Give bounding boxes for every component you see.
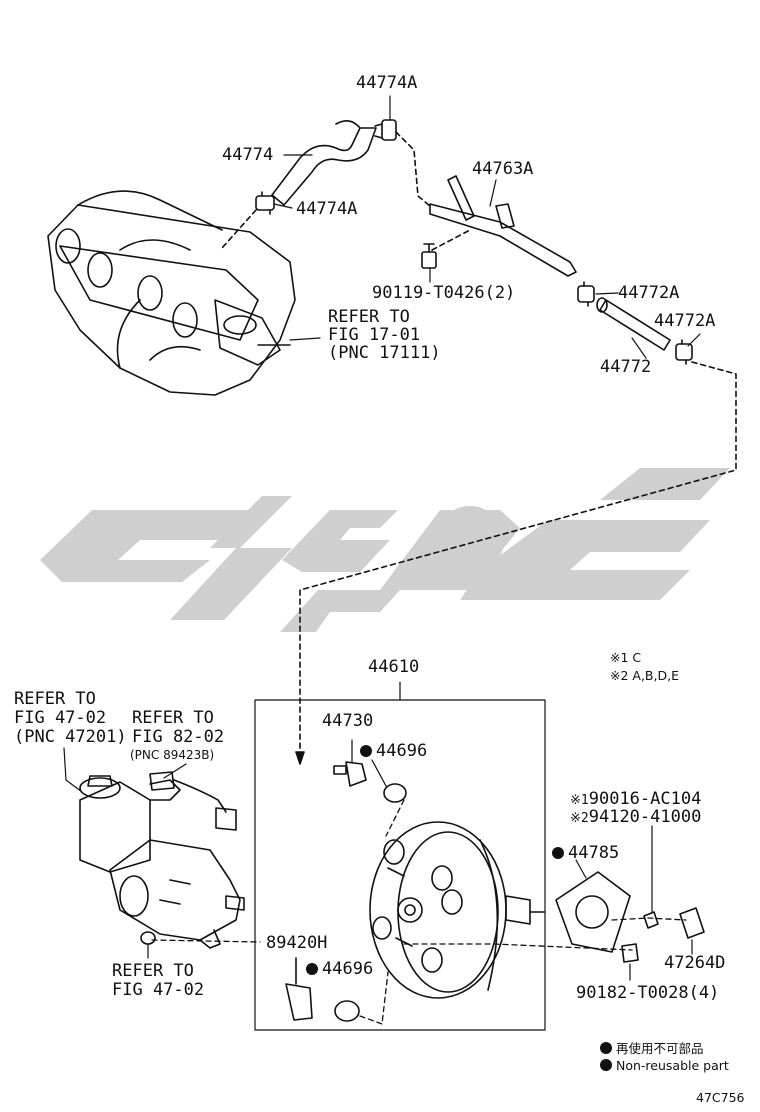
non-reusable-dot-icon: [552, 847, 564, 859]
label-44772a-1: 44772A: [618, 283, 680, 303]
hose-44772: [596, 297, 671, 351]
label-90016: ※190016-AC104: [570, 789, 702, 809]
arrow-head: [295, 751, 305, 765]
label-90119: 90119-T0426(2): [372, 283, 516, 303]
label-44696-bottom: 44696: [306, 960, 373, 978]
bolt-90119: [421, 243, 437, 269]
leader-44696-top: [371, 759, 387, 787]
leader-44785: [575, 859, 587, 879]
label-89420h: 89420H: [266, 933, 328, 953]
clip-44772a-2: [675, 339, 693, 365]
clip-44772a-1: [577, 281, 595, 307]
dashed-connectors-mid: [151, 799, 687, 1025]
ref-fig82-line2: FIG 82-02: [132, 727, 225, 747]
legend-en: Non-reusable part: [600, 1058, 729, 1073]
label-44730: 44730: [322, 711, 374, 731]
non-reusable-dot-icon: [360, 745, 372, 757]
figure-code: 47C756: [696, 1090, 745, 1105]
nut-90182: [621, 943, 639, 981]
label-44772: 44772: [600, 357, 652, 377]
ref-fig47-top-line3: (PNC 47201): [14, 727, 127, 747]
label-44774a-bottom: 44774A: [296, 199, 358, 219]
ref-fig17-line1: REFER TO: [328, 307, 410, 327]
label-44785: 44785: [552, 844, 619, 862]
legend-cn: 再使用不可部品: [600, 1038, 704, 1057]
check-valve-44730: [333, 739, 367, 787]
legend-marker-1: ※1 C: [610, 650, 642, 665]
clip-44774a-bottom: [255, 191, 275, 215]
ref-fig82-line3: (PNC 89423B): [130, 748, 215, 762]
non-reusable-dot-icon: [306, 963, 318, 975]
master-cylinder: [79, 775, 245, 949]
watermark-logo: [40, 468, 730, 632]
label-44774a-top: 44774A: [356, 73, 418, 93]
label-44610: 44610: [368, 657, 420, 677]
label-94120: ※294120-41000: [570, 807, 702, 827]
ref-fig17-line3: (PNC 17111): [328, 343, 441, 363]
leader-lines-bottom: [63, 747, 187, 959]
clip-44774a-top: [374, 119, 397, 141]
ref-fig47-bottom-line2: FIG 47-02: [112, 980, 205, 1000]
connector-harness: [149, 771, 237, 831]
gasket-44785: [555, 871, 631, 953]
legend-marker-2: ※2 A,B,D,E: [610, 668, 679, 683]
label-44763a: 44763A: [472, 159, 534, 179]
brake-booster-44610: [369, 821, 545, 999]
ref-fig82-line1: REFER TO: [132, 708, 214, 728]
ref-fig47-bottom-line1: REFER TO: [112, 961, 194, 981]
leader-lines-top: [273, 95, 701, 359]
grommet-fig47: [140, 931, 156, 945]
dashed-connectors-top: [221, 131, 737, 761]
bracket-47264d: [679, 907, 705, 955]
label-44696-top: 44696: [360, 742, 427, 760]
ref-fig47-top-line2: FIG 47-02: [14, 708, 107, 728]
pipe-44763a: [429, 175, 577, 277]
grommet-44696-top: [383, 783, 407, 803]
nut-90016: [643, 825, 659, 929]
grommet-44696-bottom: [334, 1000, 360, 1022]
non-reusable-dot-icon: [600, 1042, 612, 1054]
intake-manifold: [47, 190, 296, 396]
non-reusable-dot-icon: [600, 1059, 612, 1071]
label-44772a-2: 44772A: [654, 311, 716, 331]
label-47264d: 47264D: [664, 953, 726, 973]
ref-fig47-top-line1: REFER TO: [14, 689, 96, 709]
label-90182: 90182-T0028(4): [576, 983, 720, 1003]
ref-fig17-line2: FIG 17-01: [328, 325, 421, 345]
sensor-89420h: [285, 957, 313, 1021]
hose-44774: [271, 120, 377, 206]
label-44774: 44774: [222, 145, 274, 165]
